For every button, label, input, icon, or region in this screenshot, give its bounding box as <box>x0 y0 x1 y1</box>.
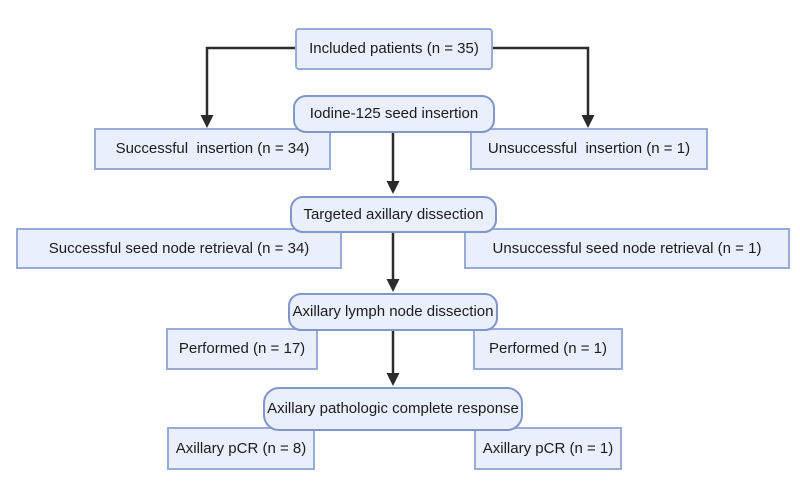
node-label: Axillary pathologic complete response <box>267 400 519 418</box>
node-label: Unsuccessful insertion (n = 1) <box>487 140 691 158</box>
node-label: Axillary pCR (n = 8) <box>175 439 307 457</box>
node-seed-insertion: Iodine-125 seed insertion <box>293 95 495 133</box>
node-label: Included patients (n = 35) <box>309 40 479 58</box>
node-apcr-left: Axillary pCR (n = 8) <box>167 427 315 470</box>
arrowhead-icon <box>581 115 595 128</box>
node-label: Unsuccessful seed node retrieval (n = 1) <box>492 239 762 257</box>
arrow-included-to-success <box>205 46 295 117</box>
arrowhead-icon <box>386 373 400 386</box>
arrowhead-icon <box>386 279 400 292</box>
node-label: Axillary lymph node dissection <box>292 303 494 321</box>
node-label: Targeted axillary dissection <box>303 205 484 223</box>
arrow-included-to-fail <box>493 46 590 117</box>
node-apcr-right: Axillary pCR (n = 1) <box>474 427 622 470</box>
node-insertion-fail: Unsuccessful insertion (n = 1) <box>470 128 708 170</box>
node-retrieval-fail: Unsuccessful seed node retrieval (n = 1) <box>464 228 790 269</box>
node-label: Successful seed node retrieval (n = 34) <box>48 239 310 257</box>
node-axillary-lymph-node-dissection: Axillary lymph node dissection <box>288 293 498 331</box>
node-alnd-performed-right: Performed (n = 1) <box>473 328 623 370</box>
node-included-patients: Included patients (n = 35) <box>295 28 493 70</box>
node-label: Iodine-125 seed insertion <box>309 105 479 123</box>
node-label: Performed (n = 17) <box>178 340 306 358</box>
node-label: Successful insertion (n = 34) <box>115 140 310 158</box>
node-label: Performed (n = 1) <box>489 340 607 358</box>
node-insertion-success: Successful insertion (n = 34) <box>94 128 331 170</box>
arrowhead-icon <box>200 115 214 128</box>
node-axillary-pcr: Axillary pathologic complete response <box>263 387 523 431</box>
arrowhead-icon <box>386 181 400 194</box>
node-targeted-axillary-dissection: Targeted axillary dissection <box>290 196 497 233</box>
node-label: Axillary pCR (n = 1) <box>482 439 614 457</box>
node-retrieval-success: Successful seed node retrieval (n = 34) <box>16 228 342 269</box>
node-alnd-performed-left: Performed (n = 17) <box>166 328 318 370</box>
